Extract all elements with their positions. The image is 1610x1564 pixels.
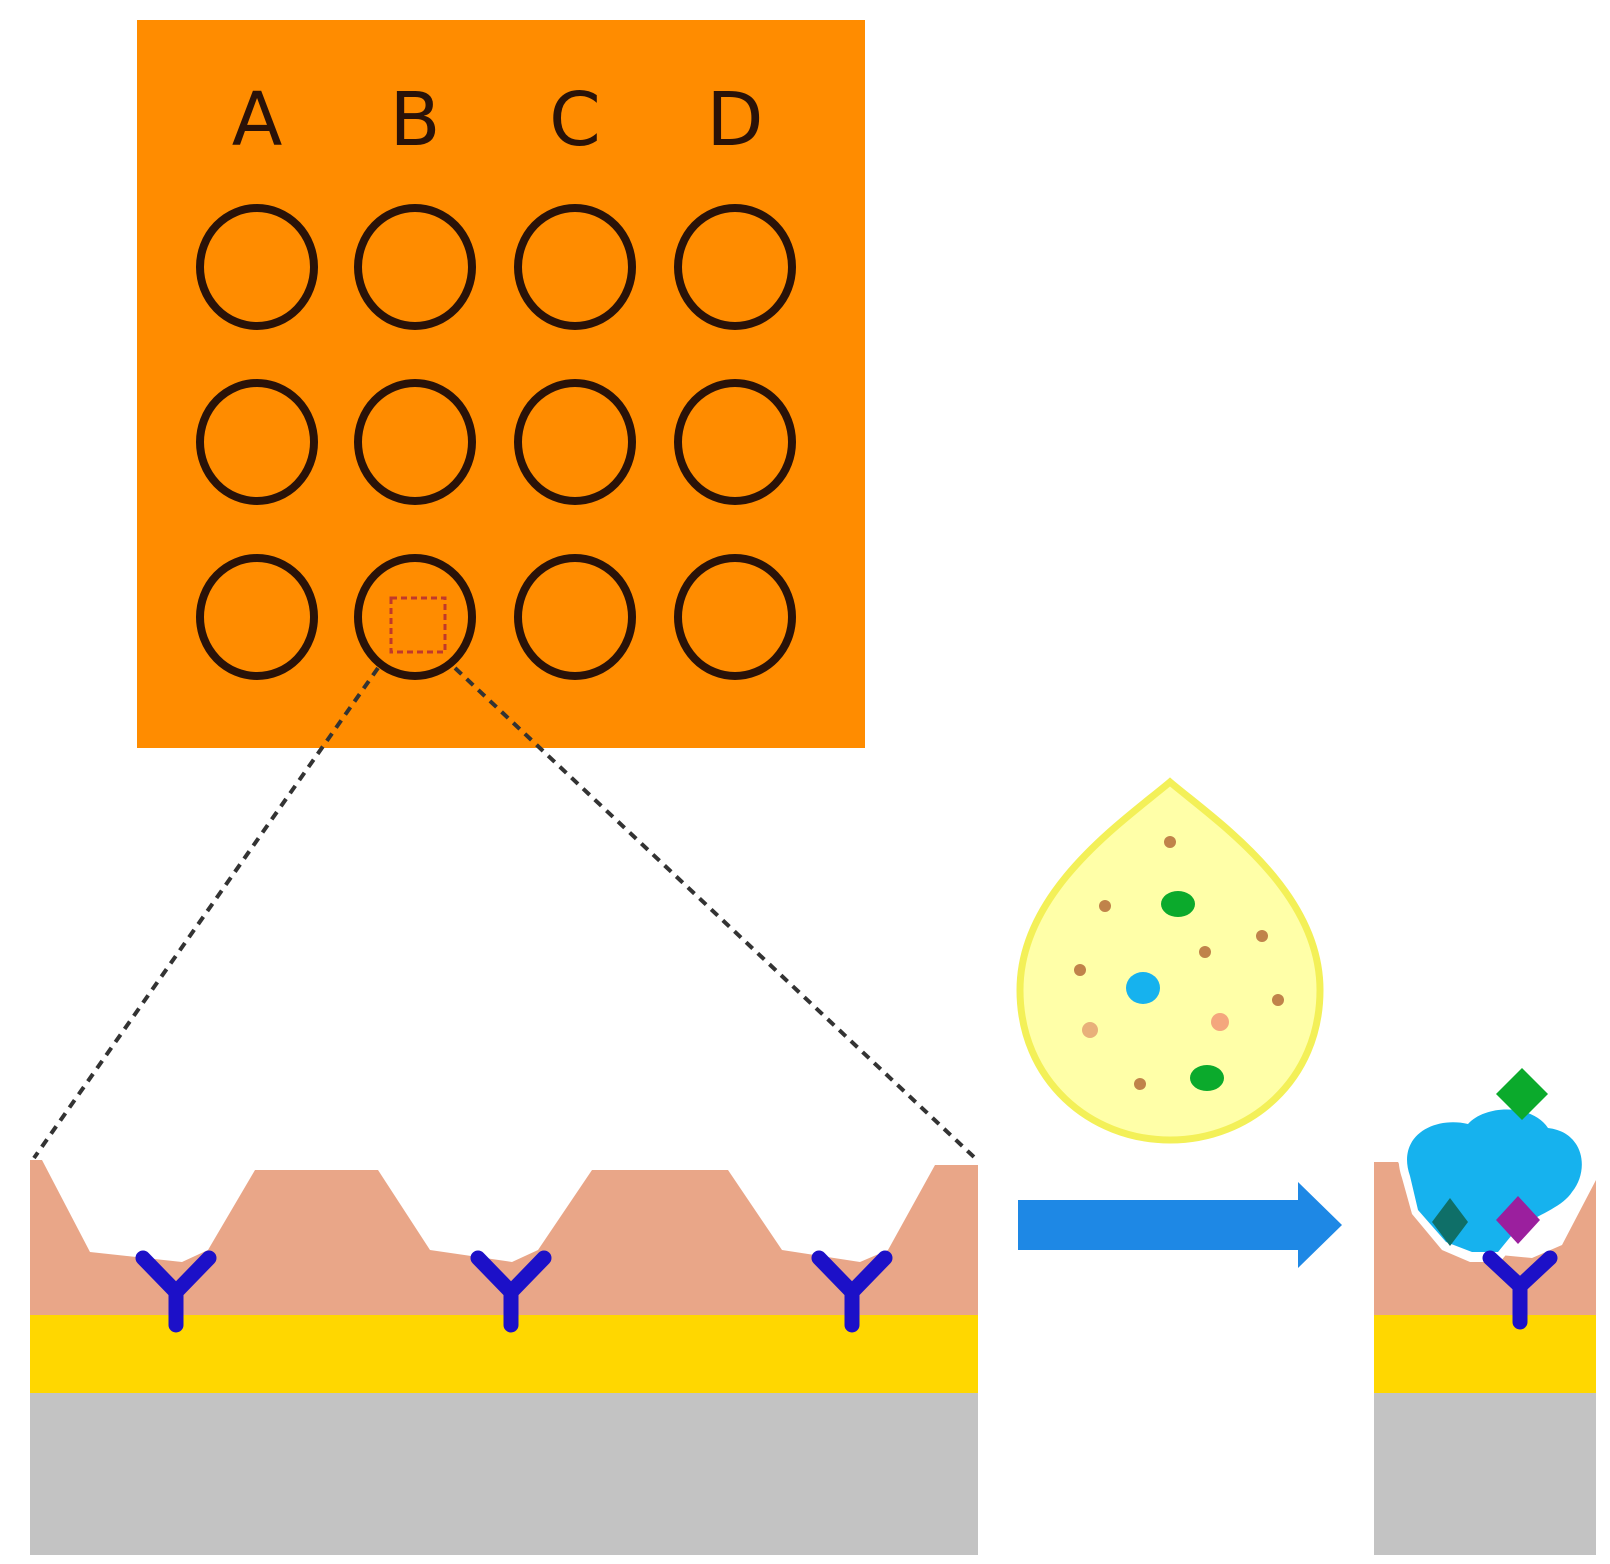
droplet-body [1016, 777, 1324, 1144]
well-c3 [514, 554, 636, 680]
capture-gold-layer [1374, 1315, 1596, 1393]
droplet-blob-5 [1082, 1022, 1098, 1038]
droplet-dot-1 [1164, 836, 1176, 848]
well-c1 [514, 204, 636, 330]
antibody-1 [135, 1250, 217, 1333]
droplet-particles [1074, 836, 1284, 1091]
droplet-dot-6 [1272, 994, 1284, 1006]
sensor-cross-section [30, 1160, 978, 1555]
green-marker [1496, 1068, 1548, 1120]
right-arrow-icon [1018, 1182, 1342, 1268]
column-label-b: B [390, 77, 441, 163]
purple-marker [1496, 1196, 1540, 1244]
well-b1 [354, 204, 476, 330]
capture-cross-section [1374, 1068, 1596, 1555]
droplet-dot-3 [1256, 930, 1268, 942]
droplet-dot-4 [1199, 946, 1211, 958]
zoom-line-right [453, 666, 977, 1160]
well-b2 [354, 379, 476, 505]
column-labels: A B C D [232, 77, 764, 163]
well-b3 [354, 554, 476, 680]
antibody-2 [470, 1250, 552, 1333]
droplet-blob-2 [1190, 1065, 1224, 1091]
y-shaped-antibody-icon [470, 1250, 552, 1333]
droplet-blob-1 [1161, 891, 1195, 917]
well-d2 [674, 379, 796, 505]
zoom-region-marker [389, 596, 447, 654]
tissue-layer [30, 1160, 978, 1315]
well-a2 [196, 379, 318, 505]
zoom-line-left [32, 666, 380, 1160]
well-plate: A B C D [137, 20, 865, 748]
teal-marker [1432, 1198, 1468, 1246]
gold-layer [30, 1315, 978, 1393]
well-d1 [674, 204, 796, 330]
sample-droplet-icon [1016, 777, 1324, 1144]
well-a3 [196, 554, 318, 680]
capture-substrate-layer [1374, 1393, 1596, 1555]
y-shaped-antibody-icon [1482, 1250, 1558, 1330]
y-shaped-antibody-icon [811, 1250, 893, 1333]
well-c2 [514, 379, 636, 505]
antibody-3 [811, 1250, 893, 1333]
droplet-dot-5 [1074, 964, 1086, 976]
droplet-blob-4 [1211, 1013, 1229, 1031]
zoom-lines [32, 666, 977, 1160]
y-shaped-antibody-icon [135, 1250, 217, 1333]
droplet-dot-2 [1099, 900, 1111, 912]
droplet-dot-7 [1134, 1078, 1146, 1090]
well-a1 [196, 204, 318, 330]
captured-cell-icon [1398, 1068, 1591, 1262]
column-label-a: A [232, 77, 283, 163]
substrate-layer [30, 1393, 978, 1555]
column-label-c: C [549, 77, 601, 163]
well-d3 [674, 554, 796, 680]
wells [196, 204, 796, 680]
droplet-blob-3 [1126, 972, 1160, 1004]
column-label-d: D [707, 77, 764, 163]
